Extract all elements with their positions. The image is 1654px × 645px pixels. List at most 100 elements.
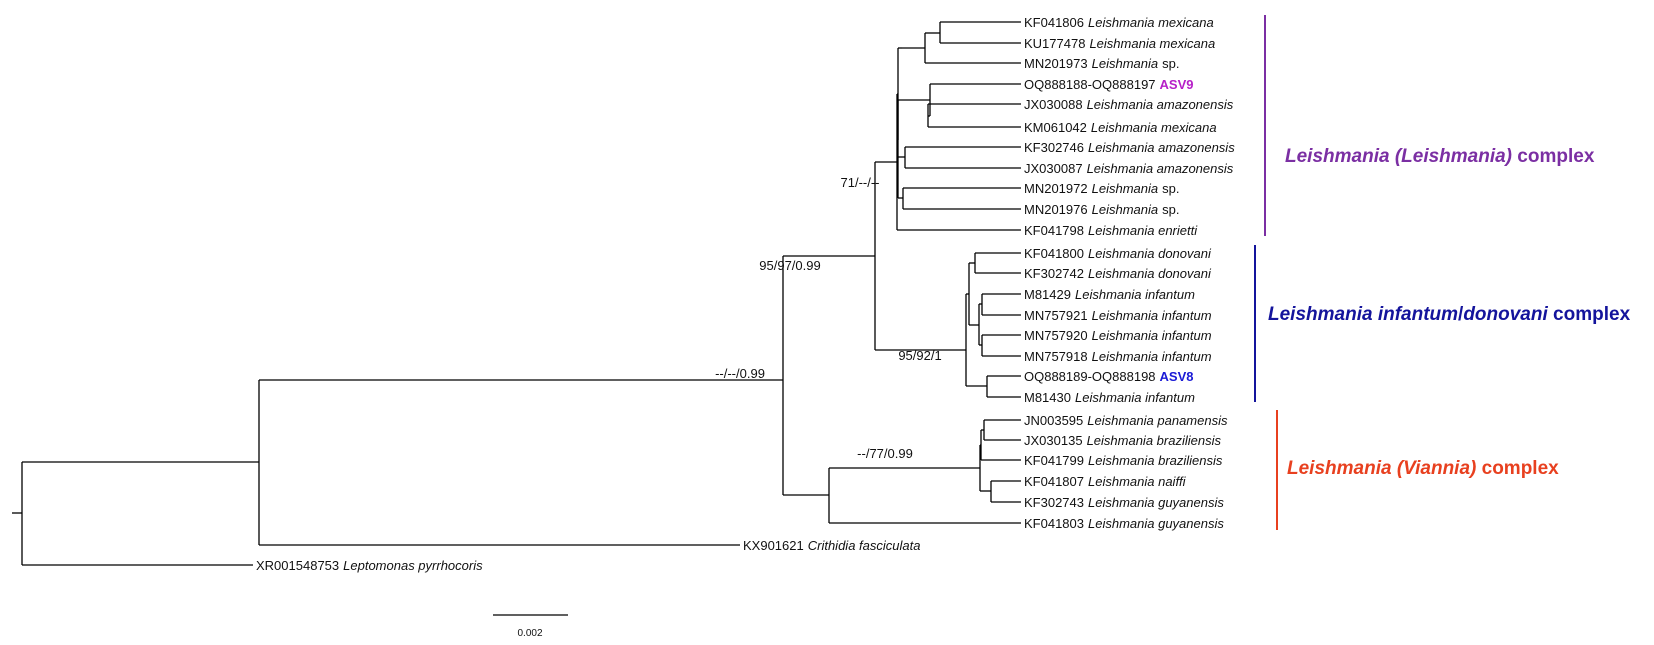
tip-label-11: KF041800 Leishmania donovani xyxy=(1024,246,1212,261)
clade-label-part: donovani xyxy=(1463,304,1548,325)
tip-accession: KF041807 xyxy=(1024,474,1084,489)
tip-accession: KF041806 xyxy=(1024,15,1084,30)
clade-label-part: Leishmania (Leishmania) xyxy=(1285,146,1512,167)
tip-label-14: MN757921 Leishmania infantum xyxy=(1024,308,1212,323)
tip-label-4: JX030088 Leishmania amazonensis xyxy=(1024,97,1234,112)
tip-species: Leishmania mexicana xyxy=(1091,120,1217,135)
tip-label-15: MN757920 Leishmania infantum xyxy=(1024,328,1212,343)
tip-species: Leishmania infantum xyxy=(1092,308,1212,323)
tip-label-6: KF302746 Leishmania amazonensis xyxy=(1024,140,1235,155)
support-value-genus: --/--/0.99 xyxy=(715,366,765,381)
tip-accession: OQ888189-OQ888198 xyxy=(1024,369,1156,384)
clade-label-infantum: Leishmania infantum/donovani complex xyxy=(1268,304,1631,325)
tip-species: Leishmania amazonensis xyxy=(1087,161,1234,176)
tip-accession: KF041803 xyxy=(1024,516,1084,531)
clade-label-part: complex xyxy=(1548,304,1631,325)
clade-label-part: / xyxy=(1458,304,1464,325)
scale-bar-label: 0.002 xyxy=(517,628,542,639)
tip-species: Leishmania amazonensis xyxy=(1087,97,1234,112)
tip-species: Leishmania mexicana xyxy=(1089,36,1215,51)
tip-label-0: KF041806 Leishmania mexicana xyxy=(1024,15,1214,30)
tip-label-23: KF302743 Leishmania guyanensis xyxy=(1024,495,1224,510)
tip-accession: OQ888188-OQ888197 xyxy=(1024,77,1156,92)
tip-species: Leishmania mexicana xyxy=(1088,15,1214,30)
tip-accession: KF041799 xyxy=(1024,453,1084,468)
tip-species: Leishmania amazonensis xyxy=(1088,140,1235,155)
support-values: 71/--/-- 95/97/0.99 95/92/1 --/--/0.99 --/77… xyxy=(715,175,942,461)
tip-label-21: KF041799 Leishmania braziliensis xyxy=(1024,453,1223,468)
tip-label-16: MN757918 Leishmania infantum xyxy=(1024,349,1212,364)
tip-accession: KX901621 xyxy=(743,538,804,553)
tip-accession: MN757918 xyxy=(1024,349,1088,364)
tip-label-20: JX030135 Leishmania braziliensis xyxy=(1024,433,1221,448)
tip-accession: M81429 xyxy=(1024,287,1071,302)
tip-species: Leishmania naiffi xyxy=(1088,474,1187,489)
tip-species: Leishmania infantum xyxy=(1092,349,1212,364)
tip-accession: XR001548753 xyxy=(256,558,339,573)
tip-species: Leishmania braziliensis xyxy=(1087,433,1222,448)
tip-species: Leishmania infantum xyxy=(1092,328,1212,343)
tip-accession: KF041800 xyxy=(1024,246,1084,261)
tip-label-26: XR001548753 Leptomonas pyrrhocoris xyxy=(256,558,483,573)
tip-label-19: JN003595 Leishmania panamensis xyxy=(1024,413,1228,428)
tip-accession: KF302743 xyxy=(1024,495,1084,510)
tip-accession: M81430 xyxy=(1024,390,1071,405)
clade-label-part: complex xyxy=(1476,458,1559,479)
tip-label-12: KF302742 Leishmania donovani xyxy=(1024,266,1212,281)
support-value-viannia: --/77/0.99 xyxy=(857,446,913,461)
tip-accession: KF302746 xyxy=(1024,140,1084,155)
clade-label-part: Leishmania (Viannia) xyxy=(1287,458,1476,479)
tip-label-22: KF041807 Leishmania naiffi xyxy=(1024,474,1187,489)
tip-accession: JX030135 xyxy=(1024,433,1083,448)
tip-species: Leishmania braziliensis xyxy=(1088,453,1223,468)
tip-species-suffix: sp. xyxy=(1162,56,1179,71)
tip-accession: MN201976 xyxy=(1024,202,1088,217)
support-value-leish_donovani: 95/97/0.99 xyxy=(759,258,820,273)
tip-accession: MN757920 xyxy=(1024,328,1088,343)
tip-accession: JN003595 xyxy=(1024,413,1083,428)
clade-label-viannia: Leishmania (Viannia) complex xyxy=(1287,458,1559,479)
tip-accession: KF302742 xyxy=(1024,266,1084,281)
tip-label-18: M81430 Leishmania infantum xyxy=(1024,390,1195,405)
tip-label-3: OQ888188-OQ888197 ASV9 xyxy=(1024,77,1194,92)
tip-species: Leptomonas pyrrhocoris xyxy=(343,558,483,573)
clade-label-part: complex xyxy=(1512,146,1595,167)
clade-label-leishmania: Leishmania (Leishmania) complex xyxy=(1285,146,1595,167)
tip-species: Leishmania xyxy=(1092,56,1159,71)
tip-label-24: KF041803 Leishmania guyanensis xyxy=(1024,516,1224,531)
clade-label-part: Leishmania infantum xyxy=(1268,304,1458,325)
support-value-leish: 71/--/-- xyxy=(841,175,880,190)
tip-accession: JX030088 xyxy=(1024,97,1083,112)
scale-bar: 0.002 xyxy=(493,614,568,639)
tip-species-suffix: sp. xyxy=(1162,181,1179,196)
tip-species: Leishmania infantum xyxy=(1075,390,1195,405)
tip-accession: KM061042 xyxy=(1024,120,1087,135)
tip-species: Leishmania infantum xyxy=(1075,287,1195,302)
tip-species: Leishmania xyxy=(1092,202,1159,217)
tip-species: Leishmania donovani xyxy=(1088,266,1212,281)
tip-accession: MN201973 xyxy=(1024,56,1088,71)
tip-accession: JX030087 xyxy=(1024,161,1083,176)
tip-species: Leishmania donovani xyxy=(1088,246,1212,261)
tip-species: Leishmania enrietti xyxy=(1088,223,1198,238)
tip-species: Leishmania xyxy=(1092,181,1159,196)
tip-accession: MN201972 xyxy=(1024,181,1088,196)
support-value-infantum: 95/92/1 xyxy=(898,348,941,363)
tip-species-suffix: sp. xyxy=(1162,202,1179,217)
tree-branches xyxy=(12,21,1021,566)
tip-label-17: OQ888189-OQ888198 ASV8 xyxy=(1024,369,1194,384)
asv-label: ASV9 xyxy=(1160,77,1194,92)
tip-accession: MN757921 xyxy=(1024,308,1088,323)
tip-species: Leishmania guyanensis xyxy=(1088,495,1224,510)
tip-species: Leishmania guyanensis xyxy=(1088,516,1224,531)
clade-brackets: Leishmania (Leishmania) complexLeishmani… xyxy=(1254,15,1631,530)
tip-species: Leishmania panamensis xyxy=(1087,413,1228,428)
asv-label: ASV8 xyxy=(1160,369,1194,384)
